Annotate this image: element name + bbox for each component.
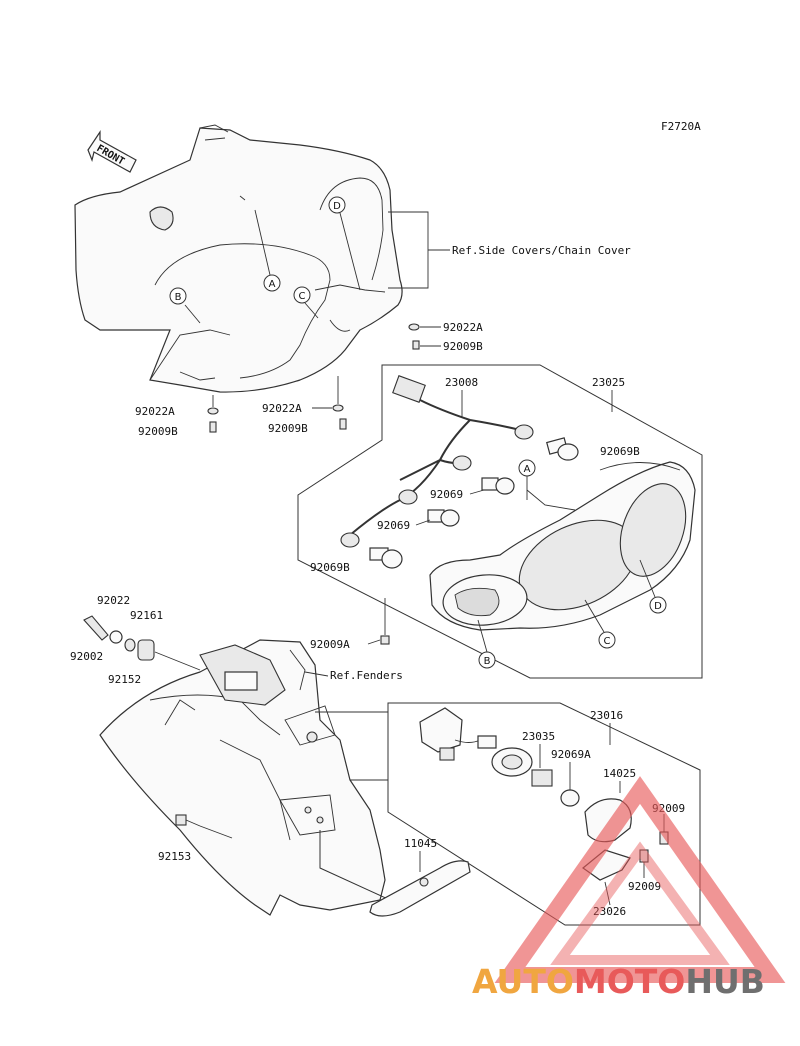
watermark-logo <box>494 776 786 983</box>
wiring-harness-illustration <box>340 375 534 548</box>
svg-text:A: A <box>524 464 531 475</box>
part-92009b-right: 92009B <box>443 340 483 353</box>
part-92069a: 92069A <box>551 748 591 761</box>
callout-a-housing: A <box>518 459 536 477</box>
rear-fender-illustration <box>99 639 386 916</box>
svg-text:D: D <box>654 601 662 612</box>
part-92069b-top: 92069B <box>600 445 640 458</box>
part-92009a: 92009A <box>310 638 350 651</box>
svg-text:D: D <box>333 201 341 212</box>
ref-fenders: Ref.Fenders <box>330 669 403 682</box>
watermark-text: AUTOMOTOHUB <box>472 962 765 1001</box>
svg-text:A: A <box>269 279 276 290</box>
part-92002: 92002 <box>70 650 103 663</box>
watermark-brand-hub: HUB <box>685 962 765 1001</box>
license-light-frame <box>387 702 701 926</box>
bulb-92069-b <box>427 509 460 527</box>
washer-92022 <box>109 630 123 644</box>
washer-92022a-right <box>408 323 420 331</box>
callout-c-housing: C <box>598 631 616 649</box>
watermark-brand-auto: AUTO <box>472 962 574 1001</box>
part-92152: 92152 <box>108 673 141 686</box>
callout-a-cowl: A <box>263 274 281 292</box>
bolt-92002 <box>83 615 109 641</box>
part-23008: 23008 <box>445 376 478 389</box>
taillight-housing-illustration <box>429 461 696 631</box>
part-92022a-right: 92022A <box>443 321 483 334</box>
callout-b-housing: B <box>478 651 496 669</box>
svg-text:C: C <box>604 636 611 647</box>
bulb-92069b-bottom <box>369 547 403 569</box>
watermark-brand-moto: MOTO <box>574 962 685 1001</box>
license-light-illustration <box>419 707 580 807</box>
part-92022a-middle: 92022A <box>262 402 302 415</box>
collar-92152 <box>124 638 136 652</box>
part-92069-b: 92069 <box>377 519 410 532</box>
part-92022a-left: 92022A <box>135 405 175 418</box>
ref-side-covers: Ref.Side Covers/Chain Cover <box>452 244 631 257</box>
svg-text:B: B <box>484 656 491 667</box>
taillight-assembly-frame <box>297 364 703 679</box>
part-23035: 23035 <box>522 730 555 743</box>
callout-d-housing: D <box>649 596 667 614</box>
callout-c-cowl: C <box>293 286 311 304</box>
figure-code: F2720A <box>661 120 701 133</box>
part-92009b-middle: 92009B <box>268 422 308 435</box>
part-92009b-left: 92009B <box>138 425 178 438</box>
front-arrow-icon: FRONT <box>87 130 137 173</box>
part-92022: 92022 <box>97 594 130 607</box>
plate-bracket-11045 <box>369 860 471 917</box>
bolt-92009b-right <box>412 340 420 350</box>
part-23026: 23026 <box>593 905 626 918</box>
part-92161: 92161 <box>130 609 163 622</box>
part-92009-b: 92009 <box>628 880 661 893</box>
svg-text:B: B <box>175 292 182 303</box>
bulb-92069-a <box>481 477 515 495</box>
part-92069-a: 92069 <box>430 488 463 501</box>
screw-92153 <box>175 814 201 827</box>
part-11045: 11045 <box>404 837 437 850</box>
part-92069b-bottom: 92069B <box>310 561 350 574</box>
bulb-92069b-top <box>546 437 579 461</box>
svg-text:C: C <box>299 291 306 302</box>
part-23016: 23016 <box>590 709 623 722</box>
part-92153: 92153 <box>158 850 191 863</box>
part-14025: 14025 <box>603 767 636 780</box>
grommet-92161 <box>137 639 155 661</box>
callout-b-cowl: B <box>169 287 187 305</box>
part-23025: 23025 <box>592 376 625 389</box>
callout-d-cowl: D <box>328 196 346 214</box>
rear-cowl-illustration <box>74 124 403 393</box>
